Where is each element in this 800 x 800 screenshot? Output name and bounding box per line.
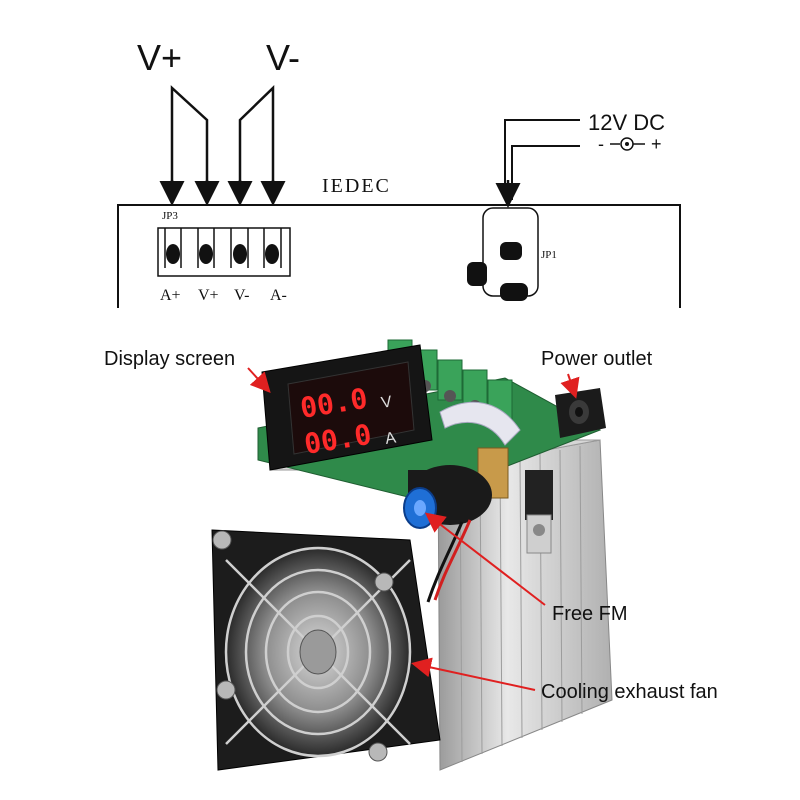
free-fm-knob (403, 447, 509, 529)
callout-free-fm: Free FM (552, 603, 628, 625)
power-wire-top (504, 119, 580, 200)
fan-wire-red (433, 519, 472, 601)
jp3-label: JP3 (162, 210, 178, 222)
vminus-wire (238, 85, 275, 200)
power-label: 12V DC (588, 110, 665, 135)
svg-text:+: + (651, 134, 662, 154)
ribbon-cable (439, 401, 521, 446)
jp1-connector (467, 207, 539, 301)
svg-text:-: - (598, 134, 604, 154)
pin-a-plus: A+ (160, 287, 181, 304)
vplus-wire (170, 85, 209, 200)
board-label: IEDEC (322, 175, 391, 197)
fan-wire-black (426, 521, 464, 603)
callout-free-fm-arrow (424, 512, 546, 606)
pin-a-minus: A- (270, 287, 287, 304)
pin-v-plus: V+ (198, 287, 219, 304)
pin-v-minus: V- (234, 287, 249, 304)
power-wire-bottom (511, 145, 580, 200)
vplus-label: V+ (137, 37, 182, 78)
volt-unit: V (380, 393, 394, 412)
wiring-diagram: V+ V- IEDEC JP3 A+ V+ V- A- (117, 37, 681, 308)
callout-fan-arrow (411, 657, 536, 691)
board-outline (117, 204, 681, 308)
callout-power-outlet: Power outlet (541, 348, 653, 370)
callout-display-arrow (247, 367, 271, 393)
jp1-label: JP1 (541, 249, 557, 261)
callout-display-screen: Display screen (104, 348, 235, 370)
dc-polarity-icon: - + (598, 134, 662, 154)
callout-power-arrow (560, 373, 580, 399)
callouts: Display screen Power outlet Free FM Cool… (104, 348, 718, 703)
mosfet-tab (525, 470, 553, 554)
product-illustration: 00.0 00.0 V A (211, 339, 613, 771)
cooling-fan (211, 529, 441, 771)
amp-unit: A (384, 429, 398, 448)
dc-jack (555, 388, 606, 438)
jp3-connector (157, 227, 291, 277)
callout-cooling-fan: Cooling exhaust fan (541, 681, 718, 703)
vminus-label: V- (266, 37, 300, 78)
